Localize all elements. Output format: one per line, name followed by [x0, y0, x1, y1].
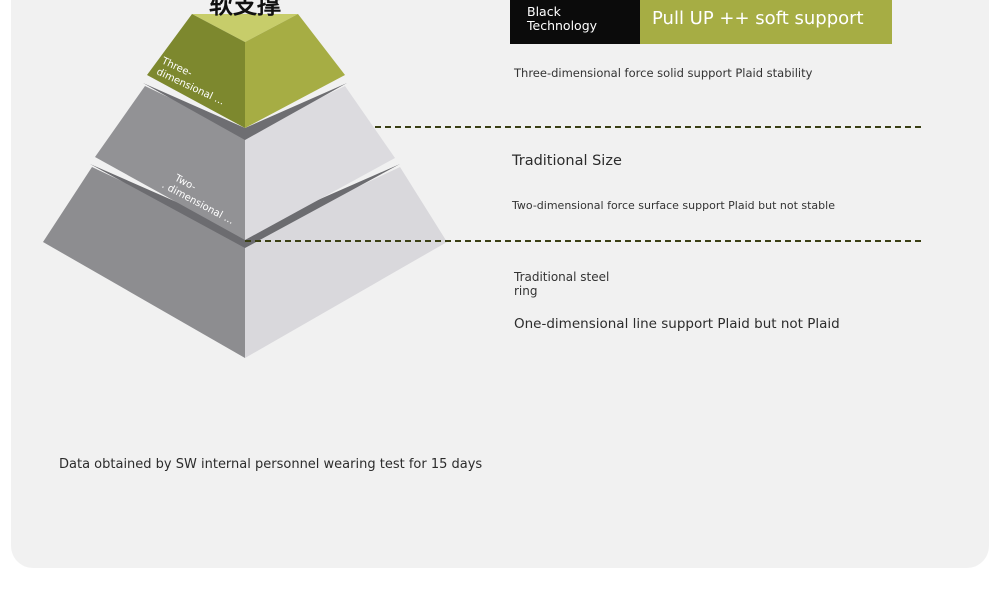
bottom-tier-title-line1: Traditional steel — [514, 270, 610, 284]
pyramid-tier-bottom — [43, 164, 447, 358]
footnote: Data obtained by SW internal personnel w… — [59, 457, 483, 472]
pyramid-tier-top — [147, 14, 345, 128]
top-tier-description: Three-dimensional force solid support Pl… — [514, 66, 813, 80]
badge-black-line2: Technology — [527, 18, 598, 33]
bottom-tier-title: Traditional steel ring — [514, 270, 609, 298]
bottom-tier-title-line2: ring — [514, 284, 538, 298]
pyramid-top-title: 软支撑 — [209, 0, 281, 19]
pyramid-diagram: 软支撑 Three- dimensional ... Two- . dimens… — [43, 0, 447, 358]
divider-top — [375, 126, 921, 128]
soft-support-badge: Pull UP ++ soft support — [640, 0, 892, 44]
mid-tier-description: Two-dimensional force surface support Pl… — [512, 199, 835, 212]
black-technology-badge: Black Technology — [510, 0, 640, 44]
badge-black-line1: Black — [527, 4, 561, 19]
bottom-tier-description: One-dimensional line support Plaid but n… — [514, 316, 840, 332]
divider-bottom — [245, 240, 921, 242]
mid-tier-title: Traditional Size — [512, 153, 622, 169]
pyramid-tier-middle — [95, 83, 395, 240]
